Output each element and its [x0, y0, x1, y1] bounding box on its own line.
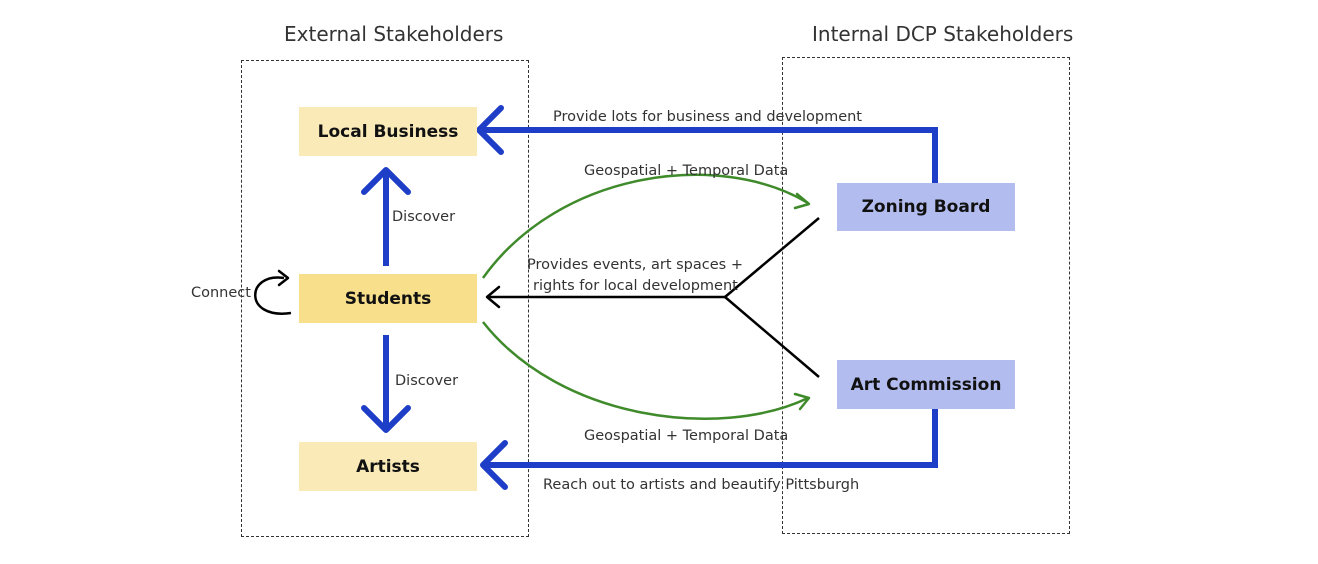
discover-up-arrow — [361, 167, 411, 266]
internal-stakeholders-group — [782, 57, 1070, 534]
geo-top-arrow — [481, 173, 811, 279]
discover-down-arrow — [361, 335, 411, 433]
discover-down-label: Discover — [395, 373, 459, 389]
provide-lots-label: Provide lots for business and developmen… — [553, 109, 862, 125]
geo-bottom-arrow — [482, 321, 811, 420]
node-art-commission: Art Commission — [837, 360, 1015, 409]
reach-out-label: Reach out to artists and beautify Pittsb… — [543, 477, 860, 493]
provides-events-label-line1: Provides events, art spaces + — [527, 257, 743, 273]
discover-up-label: Discover — [392, 209, 456, 225]
node-local-business: Local Business — [299, 107, 477, 156]
connect-loop-arrow — [254, 269, 292, 315]
node-students: Students — [299, 274, 477, 323]
reach-out-arrow — [480, 409, 938, 490]
geo-top-label: Geospatial + Temporal Data — [584, 163, 789, 179]
external-stakeholders-group — [241, 60, 529, 537]
provides-events-arrow — [485, 217, 820, 378]
geo-bottom-label: Geospatial + Temporal Data — [584, 428, 789, 444]
internal-stakeholders-title: Internal DCP Stakeholders — [812, 22, 1074, 46]
external-stakeholders-title: External Stakeholders — [284, 22, 504, 46]
node-artists: Artists — [299, 442, 477, 491]
provide-lots-arrow — [476, 105, 938, 183]
provides-events-label-line2: rights for local development — [533, 278, 738, 294]
connect-label: Connect — [191, 285, 251, 301]
node-zoning-board: Zoning Board — [837, 183, 1015, 231]
